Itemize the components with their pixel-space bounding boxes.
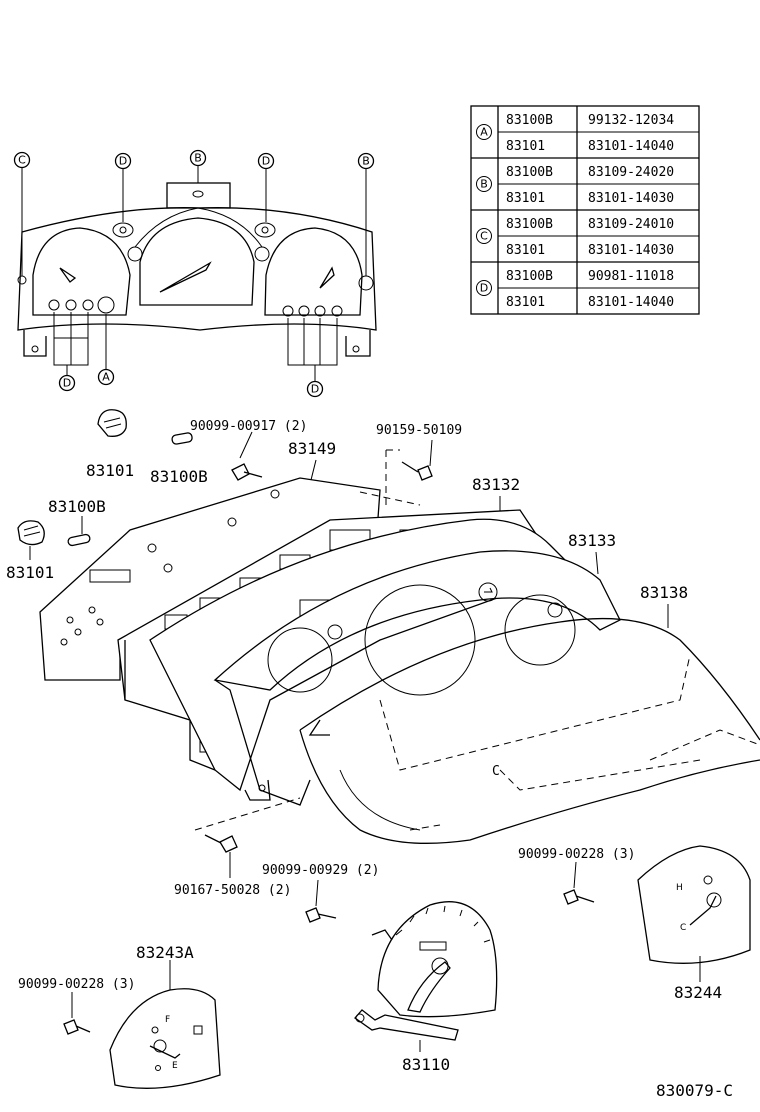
label-83133: 83133 bbox=[568, 531, 616, 550]
callout-d-top-right: D bbox=[262, 155, 270, 168]
glass-83138 bbox=[299, 617, 760, 844]
speedometer-83110 bbox=[354, 901, 498, 1052]
screw-90099-00917 bbox=[231, 431, 263, 481]
label-90159-50109: 90159-50109 bbox=[376, 423, 462, 438]
table-cell: 83101 bbox=[506, 139, 545, 154]
table-cell: 83101-14030 bbox=[588, 243, 674, 258]
table-cell: 83101 bbox=[506, 243, 545, 258]
temp-gauge-c: C bbox=[680, 923, 686, 933]
label-90099-00917: 90099-00917 (2) bbox=[190, 419, 307, 434]
table-cell: 83101 bbox=[506, 295, 545, 310]
glass-mark-c: C bbox=[492, 764, 500, 779]
cluster-front-view: C D B D B D A D bbox=[13, 149, 377, 398]
label-90167-50028: 90167-50028 (2) bbox=[174, 883, 291, 898]
screw-90167-50028 bbox=[194, 797, 301, 878]
bulb-table: A 83100B 99132-12034 83101 83101-14040 B… bbox=[470, 105, 700, 315]
screw-90099-00228-right bbox=[563, 861, 595, 905]
callout-c-top: C bbox=[18, 154, 26, 167]
label-83149: 83149 bbox=[288, 439, 336, 458]
socket-83101-side bbox=[17, 520, 45, 560]
callout-d-bottom-right: D bbox=[311, 383, 319, 396]
label-83100b-top: 83100B bbox=[150, 467, 208, 486]
label-83244: 83244 bbox=[674, 983, 722, 1002]
figure-code: 830079-C bbox=[656, 1081, 733, 1100]
table-cell: 83101-14030 bbox=[588, 191, 674, 206]
table-cell: 83100B bbox=[506, 165, 553, 180]
label-83110: 83110 bbox=[402, 1055, 450, 1074]
label-83101-top: 83101 bbox=[86, 461, 134, 480]
table-cell: 83100B bbox=[506, 269, 553, 284]
table-cell: 83101 bbox=[506, 191, 545, 206]
table-marker-a bbox=[476, 124, 492, 140]
table-key-a: A bbox=[480, 126, 488, 139]
label-83138: 83138 bbox=[640, 583, 688, 602]
callout-d-top-left: D bbox=[119, 155, 127, 168]
table-cell: 83101-14040 bbox=[588, 295, 674, 310]
meter-hood-83133 bbox=[213, 550, 621, 806]
table-cell: 83109-24020 bbox=[588, 165, 674, 180]
fuel-gauge-f: F bbox=[165, 1015, 170, 1025]
table-marker-c bbox=[476, 228, 492, 244]
screw-90159-50109 bbox=[385, 439, 433, 505]
table-marker-b bbox=[476, 176, 492, 192]
table-cell: 90981-11018 bbox=[588, 269, 674, 284]
fuel-gauge-83243a: F E bbox=[109, 960, 221, 1089]
table-cell: 83100B bbox=[506, 113, 553, 128]
table-marker-d bbox=[476, 280, 492, 296]
callout-d-bottom-left: D bbox=[63, 377, 71, 390]
table-cell: 83109-24010 bbox=[588, 217, 674, 232]
label-90099-00228-left: 90099-00228 (3) bbox=[18, 977, 135, 992]
socket-83101-top bbox=[97, 409, 127, 437]
label-83243a: 83243A bbox=[136, 943, 194, 962]
label-90099-00228-right: 90099-00228 (3) bbox=[518, 847, 635, 862]
bulb-83100b-top bbox=[171, 432, 193, 445]
temp-gauge-h: H bbox=[676, 883, 683, 893]
table-key-c: C bbox=[480, 230, 488, 243]
label-83101-side: 83101 bbox=[6, 563, 54, 582]
temp-gauge-83244: H C bbox=[637, 845, 751, 982]
label-83132: 83132 bbox=[472, 475, 520, 494]
table-key-d: D bbox=[480, 282, 488, 295]
callout-b-right: B bbox=[362, 155, 370, 168]
label-90099-00929: 90099-00929 (2) bbox=[262, 863, 379, 878]
table-cell: 83101-14040 bbox=[588, 139, 674, 154]
bulb-83100b-side bbox=[67, 516, 91, 547]
table-cell: 83100B bbox=[506, 217, 553, 232]
table-key-b: B bbox=[480, 178, 488, 191]
screw-90099-00228-left bbox=[63, 992, 91, 1035]
screw-90099-00929 bbox=[305, 879, 337, 923]
table-cell: 99132-12034 bbox=[588, 113, 674, 128]
label-83100b-side: 83100B bbox=[48, 497, 106, 516]
callout-a-bottom: A bbox=[102, 371, 110, 384]
fuel-gauge-e: E bbox=[172, 1061, 178, 1071]
callout-b-top: B bbox=[194, 152, 202, 165]
